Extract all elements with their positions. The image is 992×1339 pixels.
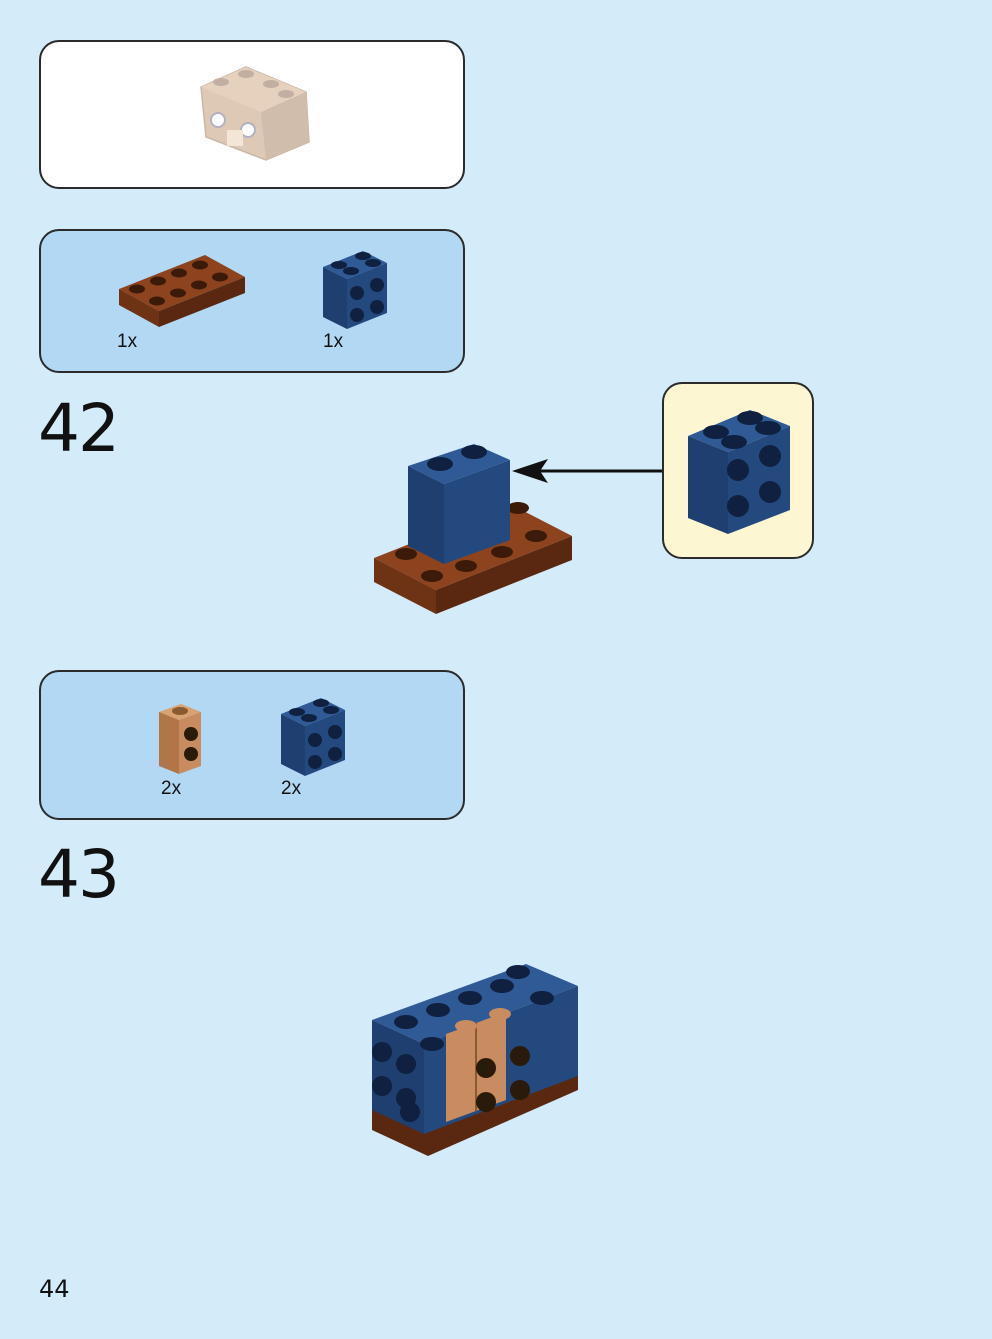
- part-quantity: 2x: [281, 778, 302, 799]
- part-quantity: 2x: [161, 778, 182, 799]
- tan-brick-icon: [159, 704, 201, 774]
- step-43-assembly-image: [372, 964, 578, 1156]
- page-number: 44: [39, 1275, 70, 1303]
- blue-brick-icon: [281, 698, 345, 776]
- step-number: 42: [38, 390, 120, 467]
- model-preview-image: [200, 66, 310, 161]
- brown-plate-icon: [119, 255, 245, 327]
- callout-box: [662, 382, 814, 559]
- attach-arrow: [512, 459, 662, 483]
- blue-brick-rear-view-icon: [688, 410, 790, 534]
- parts-list-step-43: 2x 2x: [39, 670, 465, 820]
- model-preview-panel: [39, 40, 465, 189]
- parts-list-step-42: 1x 1x: [39, 229, 465, 373]
- part-quantity: 1x: [117, 331, 138, 352]
- step-number: 43: [38, 836, 120, 913]
- blue-brick-icon: [323, 251, 387, 329]
- step-42-assembly-image: [374, 444, 572, 614]
- part-quantity: 1x: [323, 331, 344, 352]
